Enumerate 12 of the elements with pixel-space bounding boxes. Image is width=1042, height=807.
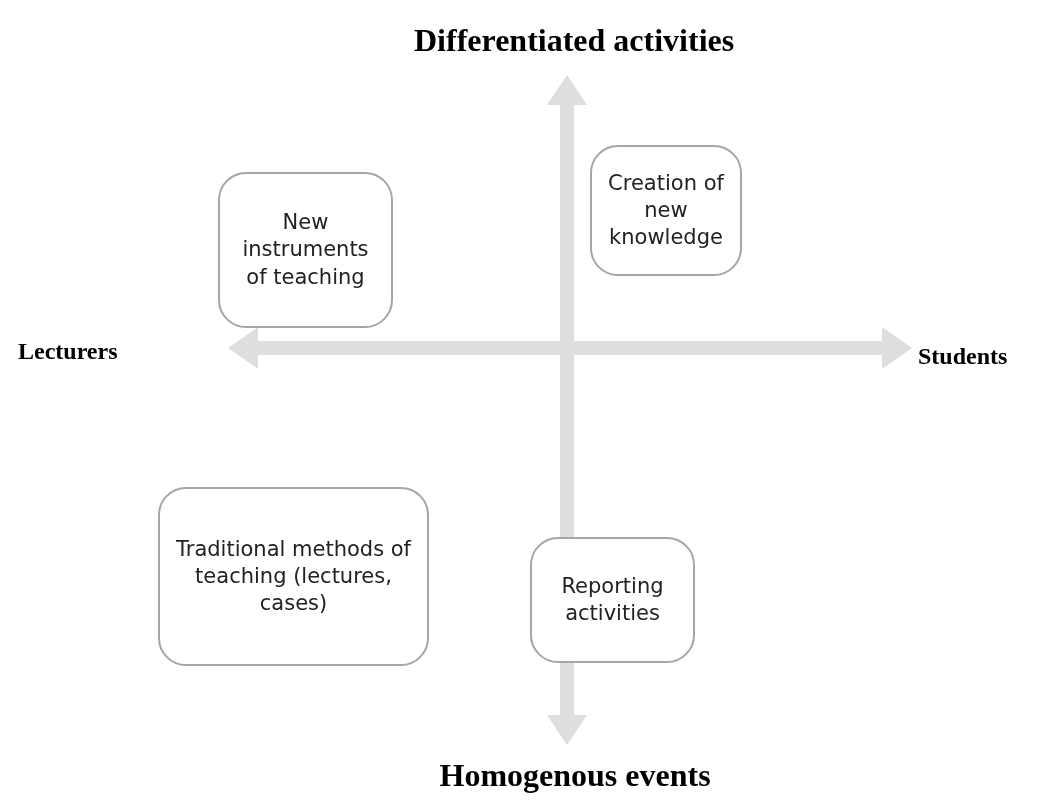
axis-label: Differentiated activities <box>414 22 735 59</box>
box-text: Creation of new knowledge <box>607 169 726 252</box>
rounded-box <box>590 145 742 276</box>
axis-label: Students <box>918 343 1008 370</box>
box-text: New instruments of teaching <box>241 209 370 291</box>
box-text: Traditional methods of teaching (lectures, cases) <box>175 535 413 618</box>
rounded-box <box>158 487 429 666</box>
axis-label: Lecturers <box>18 338 118 365</box>
axis-label: Homogenous events <box>439 757 711 794</box>
rounded-box <box>218 172 393 328</box>
rounded-box <box>530 537 695 663</box>
box-text: Reporting activities <box>560 572 665 627</box>
